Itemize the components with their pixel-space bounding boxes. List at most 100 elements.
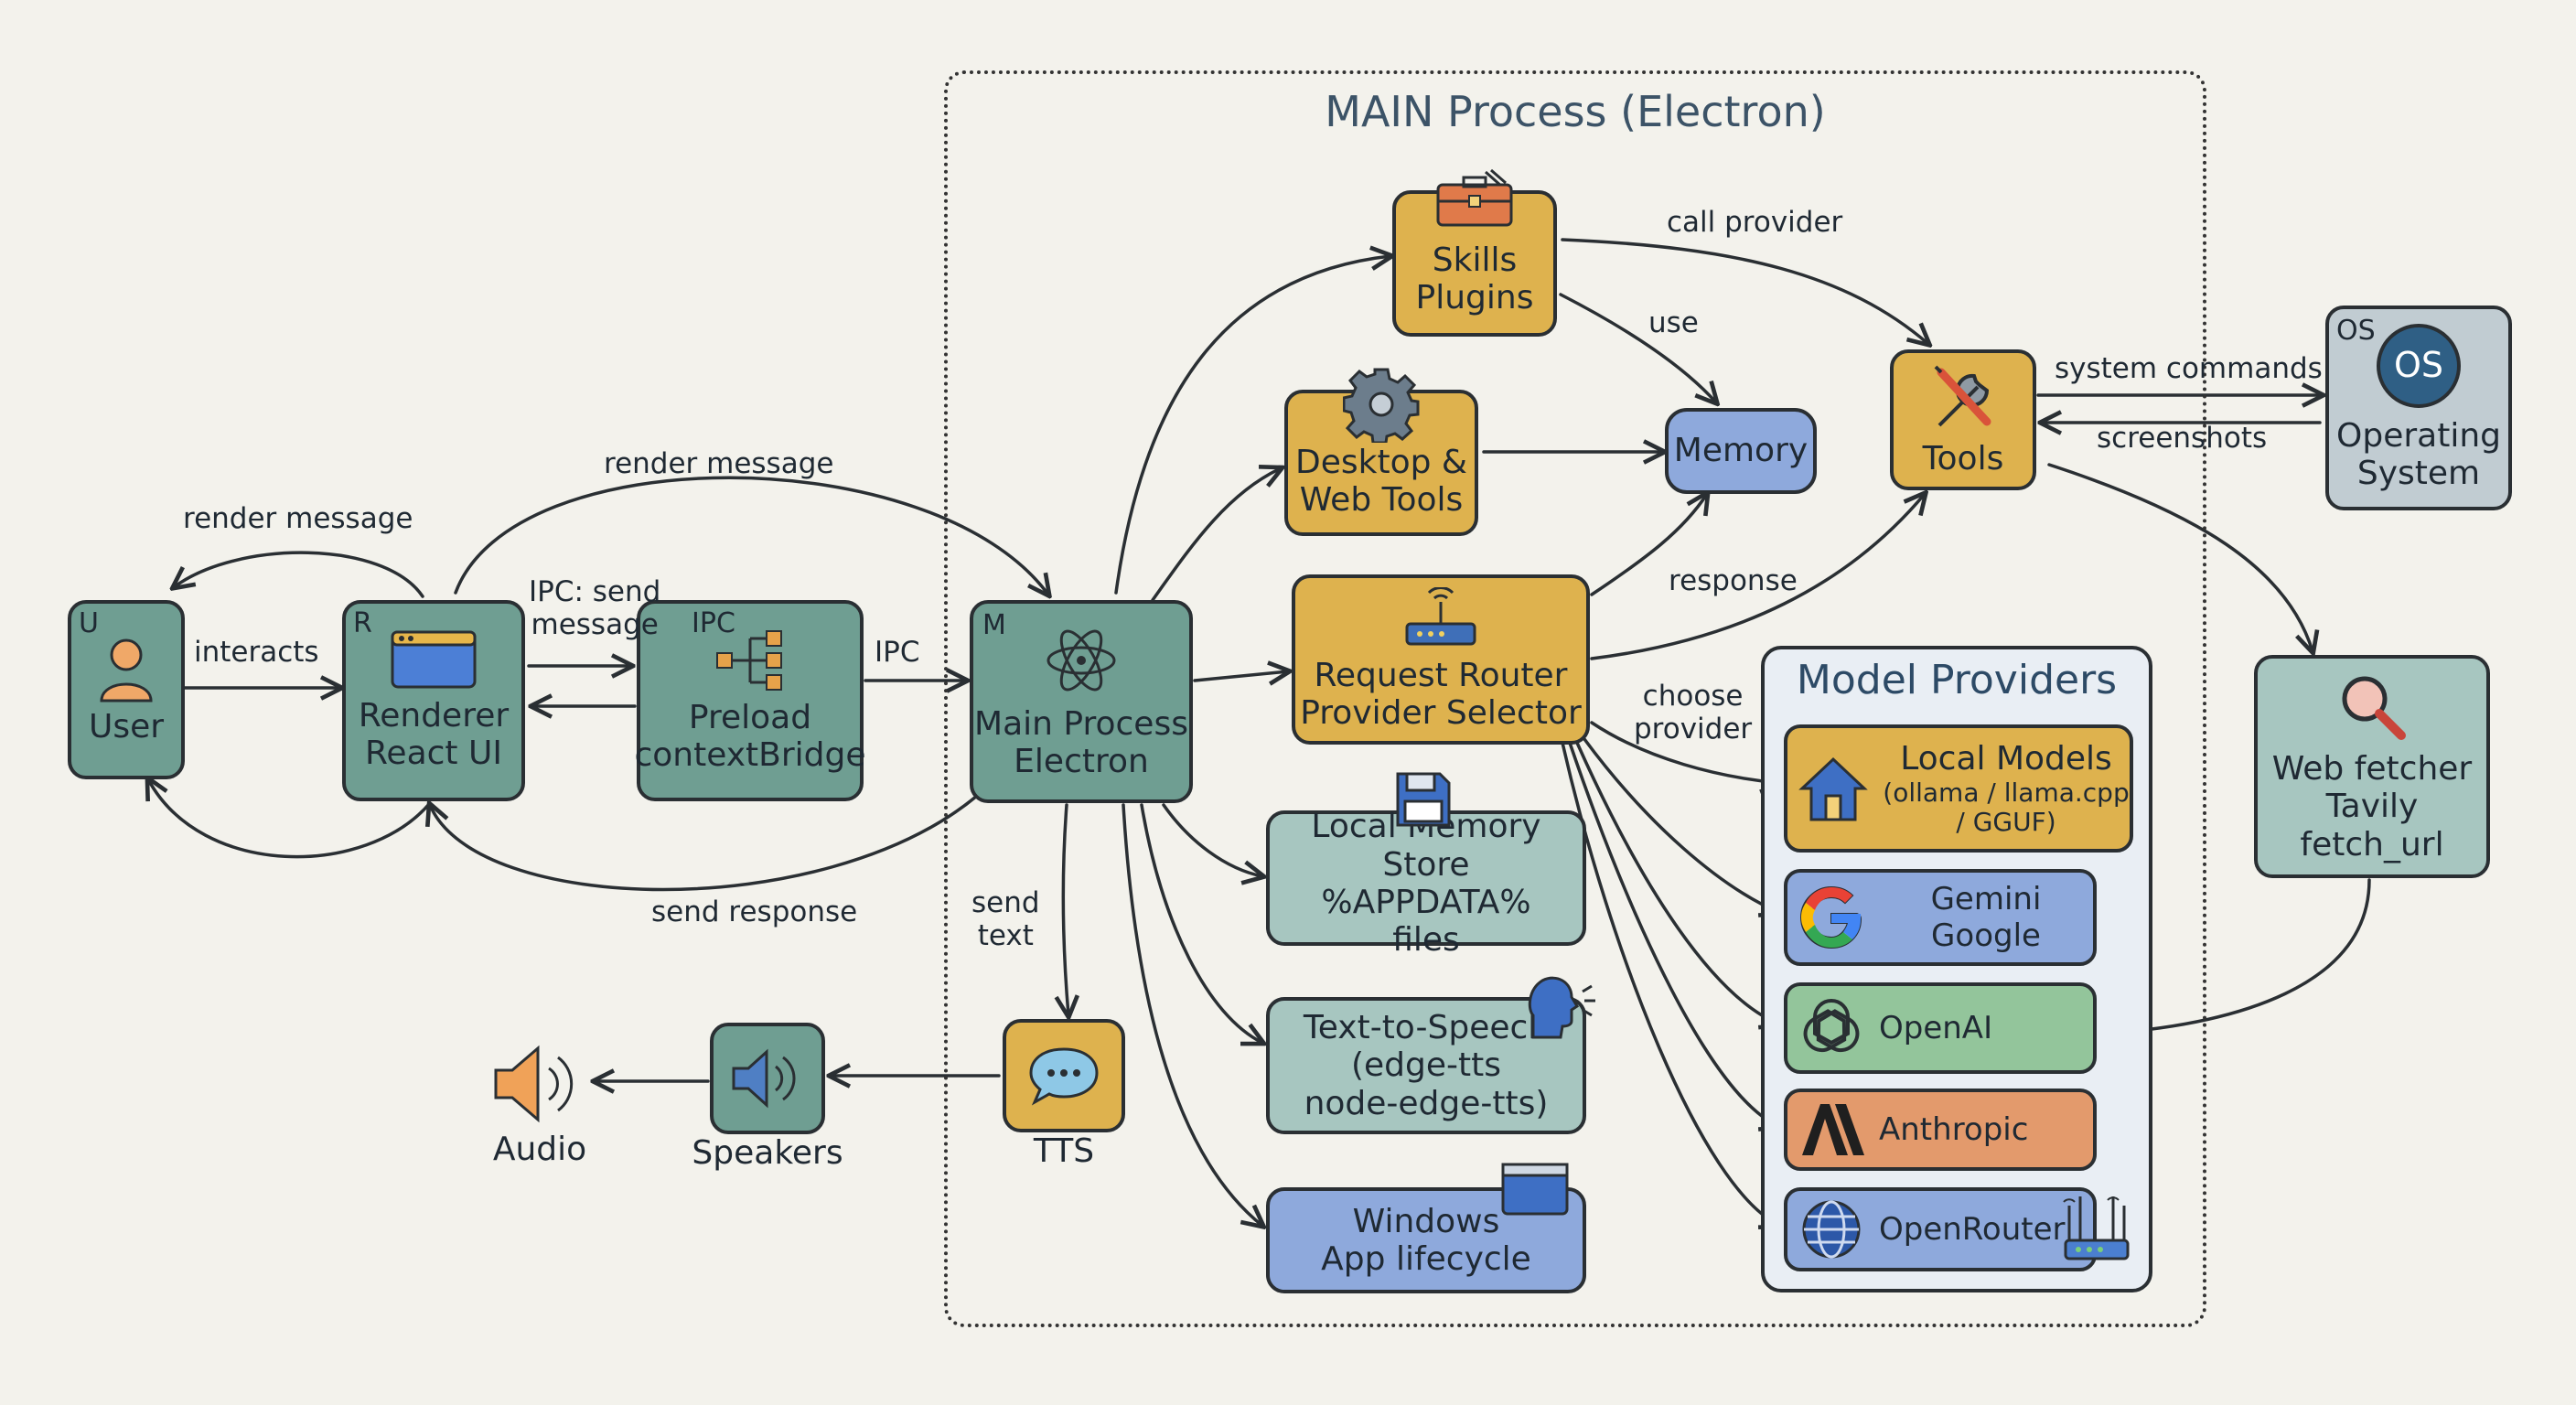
gemini-line2: Google [1931, 917, 2041, 954]
edge-call-provider [1561, 238, 1928, 344]
label-ipc-send-line1: IPC: send [529, 575, 661, 608]
web-fetcher-node[interactable]: Web fetcher Tavily fetch_url [2254, 655, 2490, 878]
speakers-node[interactable] [710, 1023, 825, 1134]
renderer-node[interactable]: Renderer React UI [342, 600, 525, 801]
desktop-line2: Web Tools [1299, 481, 1464, 519]
openai-icon [1803, 998, 1860, 1052]
label-send-text-line1: send [971, 886, 1040, 919]
house-icon [1798, 756, 1868, 821]
speaker-icon [732, 1048, 796, 1109]
edge-router-gemini [1583, 737, 1780, 913]
ttsengine-line2: (edge-tts [1350, 1046, 1502, 1085]
label-choose-provider-line2: provider [1634, 712, 1753, 745]
ttsengine-line1: Text-to-Speech [1303, 1008, 1550, 1046]
edge-webfetcher-openai [2106, 878, 2371, 1034]
preload-corner: IPC [692, 607, 735, 639]
edge-main-windows [1122, 803, 1262, 1226]
label-system-commands: system commands [2055, 352, 2323, 385]
edge-main-memstore [1162, 803, 1262, 876]
router-line1: Request Router [1314, 656, 1568, 694]
local-memory-store-node[interactable]: Local Memory Store %APPDATA% files [1266, 808, 1586, 959]
gemini-line1: Gemini [1930, 881, 2042, 917]
os-line1: Operating [2336, 416, 2501, 455]
main-line1: Main Process [974, 704, 1188, 743]
provider-gemini[interactable]: Gemini Google [1784, 869, 2097, 966]
tree-icon [716, 629, 782, 691]
edge-use [1559, 293, 1716, 402]
audio-speaker-icon [494, 1045, 574, 1123]
user-icon [100, 638, 153, 702]
edge-renderer-return-user [148, 779, 432, 859]
user-node[interactable]: User [68, 600, 185, 779]
edge-router-openai [1575, 741, 1780, 1024]
openrouter-label: OpenRouter [1879, 1211, 2066, 1248]
preload-node[interactable]: Preload contextBridge [634, 600, 866, 801]
main-process-node[interactable]: Main Process Electron [970, 600, 1193, 803]
user-label: User [88, 708, 165, 746]
request-router-node[interactable]: Request Router Provider Selector [1292, 574, 1590, 745]
renderer-line2: React UI [365, 735, 502, 772]
label-render-message-left: render message [183, 502, 413, 535]
edge-send-response [430, 794, 979, 892]
magnifier-icon [2342, 676, 2406, 740]
edge-send-text [1063, 803, 1068, 1015]
operating-system-node[interactable]: OS Operating System [2325, 306, 2512, 510]
provider-openai[interactable]: OpenAI [1784, 982, 2097, 1074]
user-corner: U [79, 607, 99, 639]
memory-label: Memory [1673, 432, 1809, 470]
memory-node[interactable]: Memory [1665, 408, 1817, 494]
label-choose-provider: choose provider [1634, 680, 1753, 745]
edge-main-desktop [1151, 468, 1281, 602]
edge-router-anthropic [1568, 741, 1780, 1127]
zone-title: MAIN Process (Electron) [1325, 87, 1826, 136]
renderer-corner: R [353, 607, 372, 639]
webfetcher-line3: fetch_url [2300, 825, 2444, 863]
label-response: response [1669, 564, 1798, 597]
provider-local-models[interactable]: Local Models (ollama / llama.cpp / GGUF) [1784, 724, 2133, 853]
webfetcher-line2: Tavily [2325, 788, 2419, 826]
label-send-response: send response [651, 896, 858, 928]
edge-choose-provider [1590, 721, 1780, 783]
skills-line1: Skills [1432, 241, 1518, 279]
windows-line2: App lifecycle [1321, 1240, 1531, 1278]
provider-openrouter[interactable]: OpenRouter [1784, 1187, 2097, 1271]
openrouter-router-icon [2063, 1196, 2130, 1260]
anthropic-icon [1802, 1104, 1864, 1155]
openai-label: OpenAI [1879, 1010, 1993, 1046]
label-screenshots: screenshots [2097, 422, 2268, 455]
window-icon [391, 630, 477, 689]
toolbox-icon [1436, 168, 1513, 227]
tools-label: Tools [1922, 440, 2004, 478]
router-line2: Provider Selector [1300, 694, 1582, 732]
anthropic-label: Anthropic [1879, 1111, 2029, 1148]
label-interacts: interacts [194, 636, 319, 669]
wrench-screwdriver-icon [1934, 365, 1991, 427]
local-line1: Local Models [1900, 740, 2112, 778]
edge-main-router [1193, 671, 1288, 681]
label-choose-provider-line1: choose [1642, 680, 1744, 713]
label-send-text-line2: text [977, 918, 1034, 952]
provider-anthropic[interactable]: Anthropic [1784, 1089, 2097, 1171]
webfetcher-line1: Web fetcher [2271, 749, 2473, 788]
label-ipc: IPC [875, 636, 920, 669]
globe-icon [1802, 1200, 1861, 1259]
gear-icon [1343, 368, 1420, 443]
edge-render-message-top [454, 476, 1048, 595]
tts-label: TTS [1033, 1132, 1095, 1170]
renderer-line1: Renderer [358, 696, 510, 735]
memstore-line3: files [1392, 921, 1460, 960]
browser-window-icon [1501, 1163, 1569, 1216]
edge-response [1590, 494, 1925, 660]
os-line2: System [2356, 455, 2481, 492]
edge-router-memory [1590, 494, 1707, 596]
local-line2: (ollama / llama.cpp [1883, 777, 2130, 808]
skills-line2: Plugins [1415, 279, 1534, 316]
speakers-label: Speakers [692, 1134, 843, 1172]
audio-label: Audio [492, 1131, 587, 1168]
floppy-icon [1396, 772, 1451, 827]
tts-node[interactable] [1003, 1019, 1125, 1132]
label-call-provider: call provider [1667, 206, 1843, 239]
chat-bubble-icon [1029, 1047, 1099, 1106]
tools-node[interactable]: Tools [1890, 349, 2036, 490]
